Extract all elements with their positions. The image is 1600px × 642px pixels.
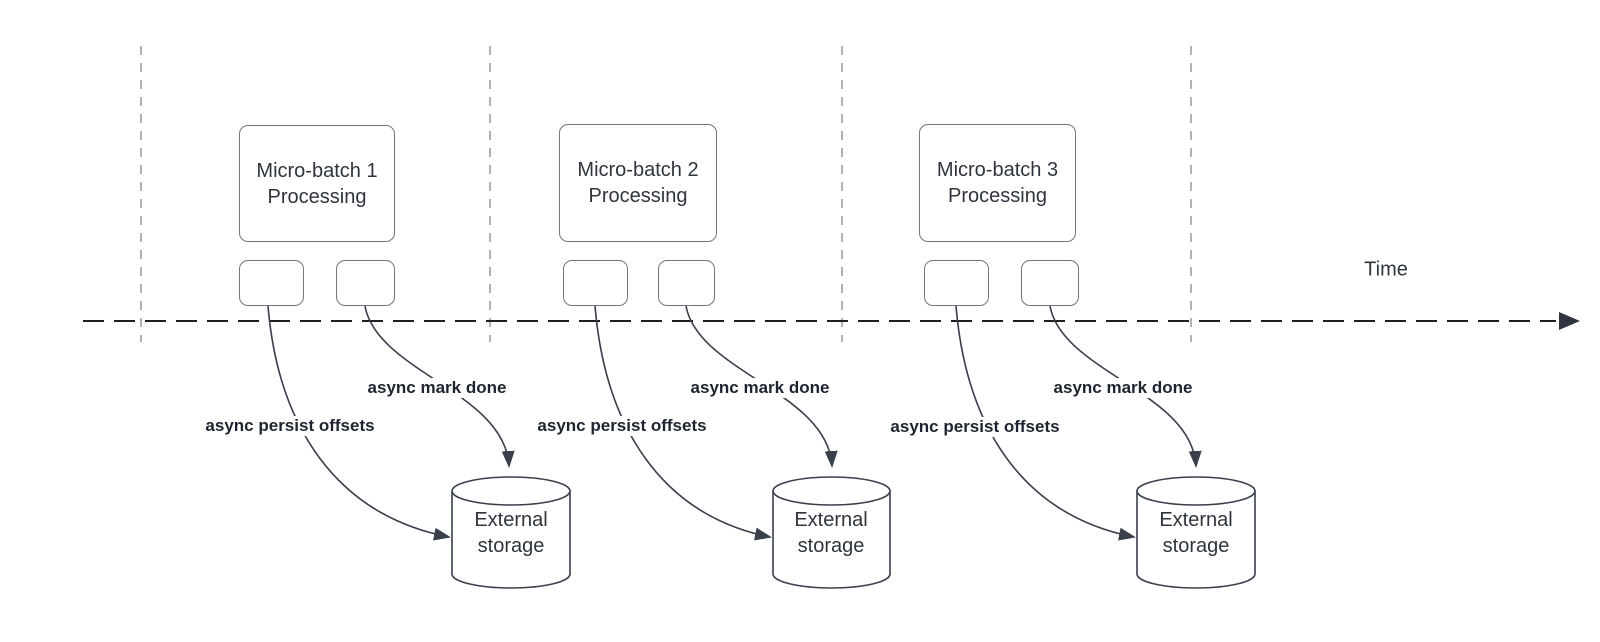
external-storage-label-3-line1: External (1159, 509, 1233, 531)
time-axis-arrowhead-icon (1559, 312, 1580, 330)
batch-3-task-box-left (924, 260, 989, 306)
batch-3-mark-done-label: async mark done (1050, 378, 1196, 398)
batch-1-persist-offsets-label: async persist offsets (202, 416, 378, 436)
batch-1-persist-offsets-arrow (267, 305, 451, 541)
time-label: Time (1364, 258, 1408, 281)
batch-2-task-box-right (658, 260, 715, 306)
micro-batch-2-title-line1: Micro-batch 2 (577, 159, 699, 181)
micro-batch-3-title-line2: Processing (948, 185, 1047, 207)
external-storage-label-1-line2: storage (477, 535, 545, 557)
micro-batch-1-title-line2: Processing (267, 185, 367, 208)
external-storage-label-2-line2: storage (797, 535, 865, 557)
external-storage-label-2: External storage (794, 507, 867, 559)
micro-batch-3-box: Micro-batch 3 Processing (919, 124, 1076, 242)
batch-2-persist-offsets-arrow (594, 305, 772, 541)
external-storage-label-1: External storage (474, 507, 547, 559)
micro-batch-1-title-line1: Micro-batch 1 (256, 159, 378, 182)
batch-1-mark-done-label: async mark done (364, 378, 510, 398)
batch-2-task-box-left (563, 260, 628, 306)
external-storage-label-1-line1: External (474, 509, 548, 531)
batch-1-task-box-right (336, 260, 395, 306)
batch-3-task-box-right (1021, 260, 1079, 306)
micro-batch-3-title-line1: Micro-batch 3 (936, 159, 1059, 181)
external-storage-cylinder-1 (451, 476, 571, 589)
external-storage-label-2-line1: External (794, 509, 868, 531)
batch-3-persist-offsets-label: async persist offsets (887, 417, 1063, 437)
batch-2-mark-done-label: async mark done (687, 378, 833, 398)
micro-batch-2-title-line2: Processing (588, 185, 688, 207)
batch-1-task-box-left (239, 260, 304, 306)
batch-2-persist-offsets-label: async persist offsets (534, 416, 710, 436)
micro-batch-1-box: Micro-batch 1 Processing (239, 125, 395, 242)
external-storage-label-3-line2: storage (1162, 535, 1230, 557)
external-storage-label-3: External storage (1159, 507, 1232, 559)
external-storage-cylinder-2 (772, 476, 891, 589)
batch-3-persist-offsets-arrow (955, 305, 1136, 541)
micro-batch-2-box: Micro-batch 2 Processing (559, 124, 717, 242)
external-storage-cylinder-3 (1136, 476, 1256, 589)
